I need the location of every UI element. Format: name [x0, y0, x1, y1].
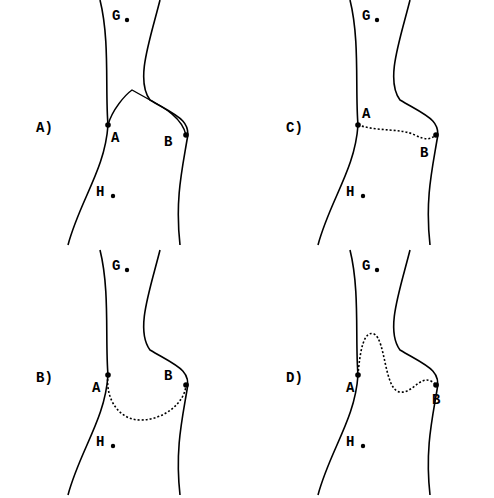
point-label: B [164, 368, 172, 384]
point-label: B [164, 134, 172, 150]
point-label: A [346, 380, 354, 396]
panel-label: C) [286, 120, 303, 136]
point-label: H [96, 184, 104, 200]
panel-a [68, 0, 189, 245]
panel-c [318, 0, 439, 245]
point-label: A [92, 380, 100, 396]
panel-label: D) [286, 370, 303, 386]
panel-b [68, 250, 189, 495]
panel-label: B) [36, 370, 53, 386]
panel-label: A) [36, 120, 53, 136]
panel-d [318, 250, 439, 495]
point-label: A [362, 106, 370, 122]
point-label: G [112, 258, 120, 274]
point-label: H [346, 434, 354, 450]
point-label: B [420, 145, 428, 161]
point-label: A [111, 130, 119, 146]
point-label: G [112, 8, 120, 24]
point-label: H [346, 184, 354, 200]
point-label: G [362, 8, 370, 24]
point-label: H [96, 434, 104, 450]
point-label: B [432, 392, 440, 408]
point-label: G [362, 258, 370, 274]
